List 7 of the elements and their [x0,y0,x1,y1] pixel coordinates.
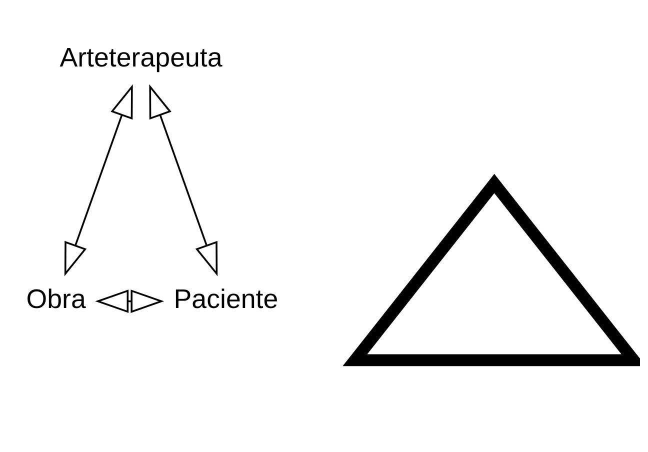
node-text: Obra [26,284,86,314]
arrow [149,84,218,276]
node-text: Paciente [174,284,278,314]
node-text: Arteterapeuta [60,42,222,72]
arrow [95,290,164,313]
arrow [64,84,133,276]
node-triangle [342,174,640,366]
